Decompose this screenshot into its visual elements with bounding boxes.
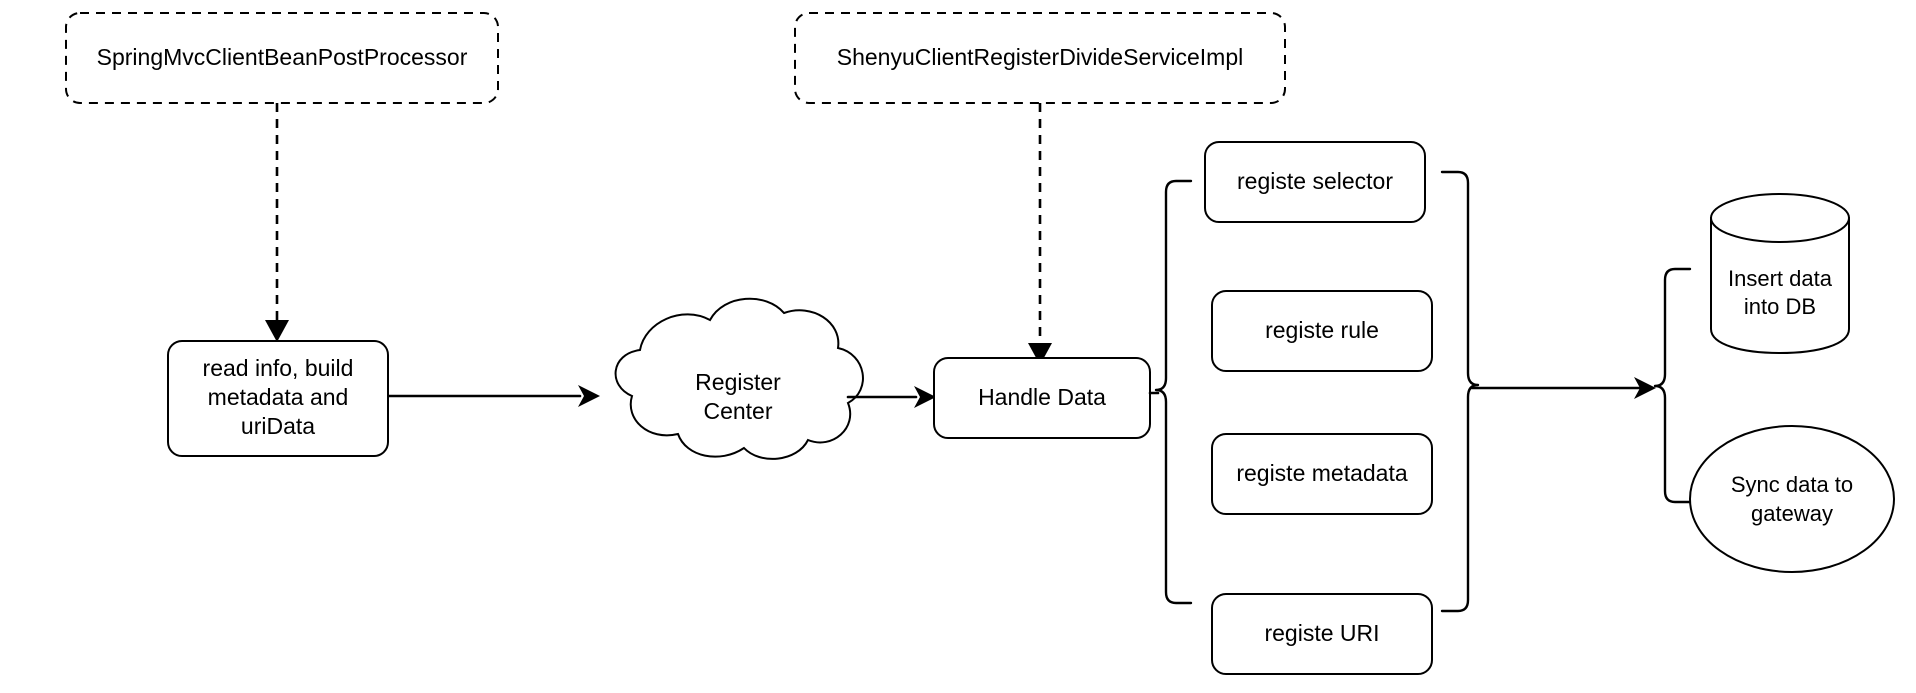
node-shenyu-client-register-divide-service-impl[interactable]: ShenyuClientRegisterDivideServiceImpl — [794, 12, 1286, 104]
spring-mvc-box-label: SpringMvcClientBeanPostProcessor — [97, 44, 468, 70]
node-handle-data[interactable]: Handle Data — [933, 357, 1151, 439]
edge-shenyu-to-handle-data — [1028, 103, 1052, 365]
sync-data-gateway-line-2: gateway — [1751, 501, 1833, 526]
edge-handle-data-brace-left — [1148, 179, 1193, 605]
sync-data-gateway-ellipse-outline — [1689, 425, 1895, 573]
registe-uri-label: registe URI — [1264, 620, 1379, 646]
spring-mvc-box-outline — [65, 12, 499, 104]
handle-data-label: Handle Data — [978, 384, 1106, 410]
edge-read-info-to-register-center-arrowhead — [578, 385, 600, 407]
edge-register-center-to-handle-data-arrowhead — [914, 386, 936, 408]
edge-read-info-to-register-center — [387, 385, 600, 407]
registe-metadata-label: registe metadata — [1236, 460, 1408, 486]
shenyu-client-box-outline — [794, 12, 1286, 104]
edge-shenyu-to-handle-data-arrowhead — [1028, 343, 1052, 365]
registe-rule-box-outline — [1211, 290, 1433, 372]
insert-data-db-line-1: Insert data — [1728, 266, 1833, 291]
register-center-line-2: Center — [703, 398, 772, 424]
storage-left-brace-path — [1653, 267, 1692, 504]
registe-group-to-storage-arrowhead — [1634, 377, 1656, 399]
edge-register-center-to-handle-data — [846, 386, 936, 408]
read-info-box-outline — [167, 340, 389, 457]
node-spring-mvc-client-bean-post-processor[interactable]: SpringMvcClientBeanPostProcessor — [65, 12, 499, 104]
registe-selector-box-outline — [1204, 141, 1426, 223]
handle-data-box-outline — [933, 357, 1151, 439]
read-info-line-1: read info, build — [203, 355, 354, 381]
read-info-line-3: uriData — [241, 413, 315, 439]
node-register-center[interactable]: Register Center — [614, 297, 864, 460]
registe-selector-label: registe selector — [1237, 168, 1393, 194]
edge-registe-group-brace-right — [1440, 170, 1656, 613]
register-center-cloud-outline — [614, 297, 864, 460]
node-registe-selector[interactable]: registe selector — [1204, 141, 1426, 223]
node-registe-metadata[interactable]: registe metadata — [1211, 433, 1433, 515]
node-insert-data-into-db[interactable]: Insert data into DB — [1710, 193, 1850, 355]
register-center-line-1: Register — [695, 369, 781, 395]
insert-data-db-cylinder-body — [1710, 217, 1850, 355]
insert-data-db-cylinder-top — [1710, 193, 1850, 243]
sync-data-gateway-line-1: Sync data to — [1731, 472, 1853, 497]
read-info-line-2: metadata and — [208, 384, 349, 410]
registe-uri-box-outline — [1211, 593, 1433, 675]
registe-group-right-brace-path — [1440, 170, 1480, 613]
shenyu-client-box-label: ShenyuClientRegisterDivideServiceImpl — [837, 44, 1244, 70]
node-read-info-build-metadata[interactable]: read info, build metadata and uriData — [167, 340, 389, 457]
registe-rule-label: registe rule — [1265, 317, 1379, 343]
node-registe-uri[interactable]: registe URI — [1211, 593, 1433, 675]
edge-spring-to-read-info — [265, 103, 289, 342]
insert-data-db-line-2: into DB — [1744, 294, 1816, 319]
node-sync-data-to-gateway[interactable]: Sync data to gateway — [1689, 425, 1895, 573]
registe-metadata-box-outline — [1211, 433, 1433, 515]
node-registe-rule[interactable]: registe rule — [1211, 290, 1433, 372]
handle-data-left-brace-path — [1154, 179, 1193, 605]
edge-spring-to-read-info-arrowhead — [265, 320, 289, 342]
edge-storage-brace — [1653, 267, 1692, 504]
